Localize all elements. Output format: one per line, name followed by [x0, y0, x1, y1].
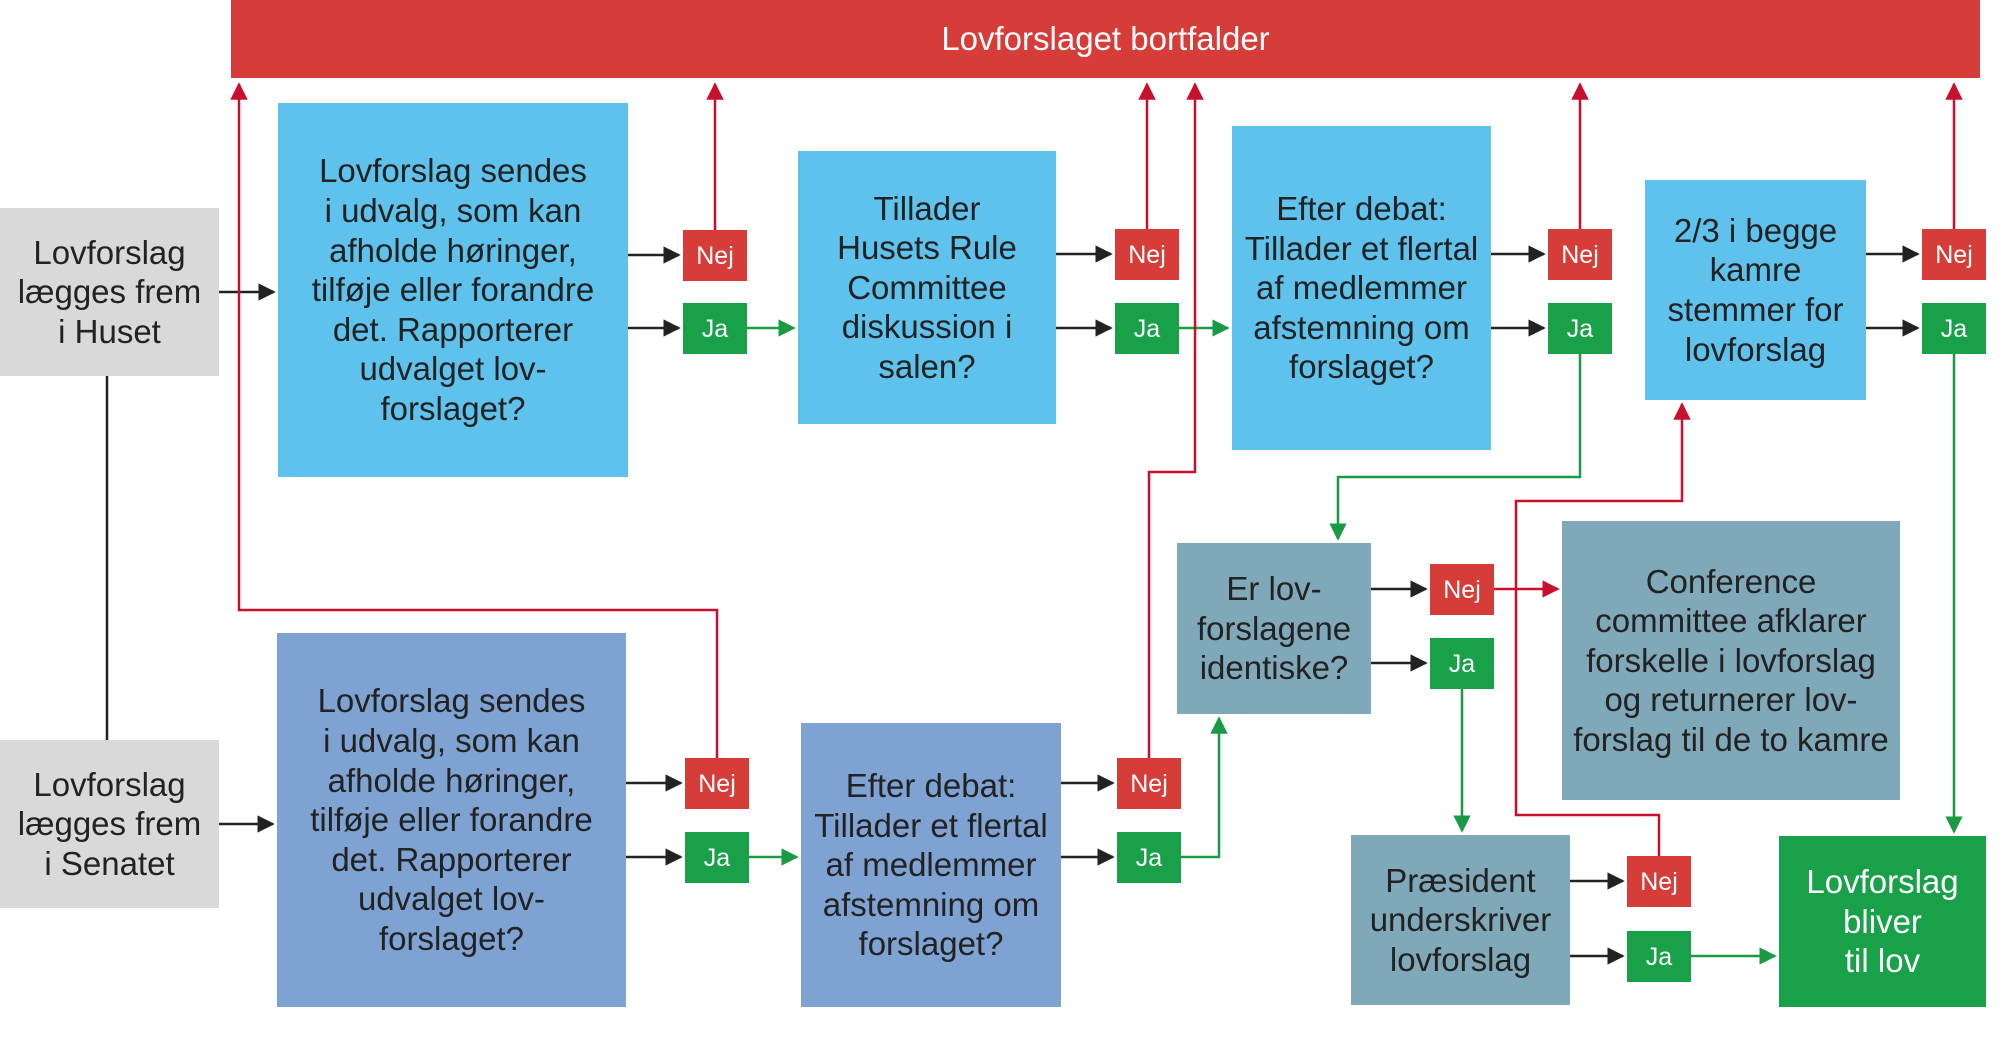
- president-signs-node: Præsident underskriver lovforslag: [1351, 835, 1570, 1005]
- senate-vote-no-to-fail-arrow: [1147, 82, 1204, 758]
- house-committee-yes-tag: Ja: [683, 303, 747, 354]
- identical-bills-node: Er lov- forslagene identiske?: [1177, 543, 1371, 714]
- senate-committee-no-to-fail-arrow: [230, 82, 719, 758]
- president-no-to-two-thirds-arrow: [1514, 402, 1691, 856]
- two-thirds-yes-tag: Ja: [1922, 303, 1986, 354]
- senate-committee-node: Lovforslag sendes i udvalg, som kan afho…: [277, 633, 626, 1007]
- president-no-tag: Nej: [1627, 856, 1691, 907]
- bill-becomes-law-node: Lovforslag bliver til lov: [1779, 836, 1986, 1007]
- house-vote-yes-tag: Ja: [1548, 303, 1612, 354]
- senate-committee-no-tag: Nej: [685, 758, 749, 809]
- senate-vote-no-tag: Nej: [1117, 758, 1181, 809]
- bill-fails-banner: Lovforslaget bortfalder: [231, 0, 1980, 78]
- senate-start-node: Lovforslag lægges frem i Senatet: [0, 740, 219, 908]
- house-committee-no-tag: Nej: [683, 230, 747, 281]
- house-floor-vote-node: Efter debat: Tillader et flertal af medl…: [1232, 126, 1491, 450]
- house-rules-yes-tag: Ja: [1115, 303, 1179, 354]
- house-vote-no-tag: Nej: [1548, 229, 1612, 280]
- house-vote-yes-to-identical-arrow: [1329, 354, 1582, 541]
- senate-floor-vote-node: Efter debat: Tillader et flertal af medl…: [801, 723, 1061, 1007]
- senate-vote-yes-tag: Ja: [1117, 832, 1181, 883]
- two-thirds-no-tag: Nej: [1922, 229, 1986, 280]
- identical-yes-tag: Ja: [1430, 638, 1494, 689]
- house-start-node: Lovforslag lægges frem i Huset: [0, 208, 219, 376]
- edges: [105, 82, 1963, 965]
- house-committee-node: Lovforslag sendes i udvalg, som kan afho…: [278, 103, 628, 477]
- president-yes-tag: Ja: [1627, 931, 1691, 982]
- house-rules-committee-node: Tillader Husets Rule Committee diskussio…: [798, 151, 1056, 424]
- house-rules-no-tag: Nej: [1115, 229, 1179, 280]
- senate-vote-yes-to-identical-arrow: [1181, 716, 1228, 859]
- senate-committee-yes-tag: Ja: [685, 832, 749, 883]
- identical-no-tag: Nej: [1430, 564, 1494, 615]
- conference-committee-node: Conference committee afklarer forskelle …: [1562, 521, 1900, 800]
- two-thirds-vote-node: 2/3 i begge kamre stemmer for lovforslag: [1645, 180, 1866, 400]
